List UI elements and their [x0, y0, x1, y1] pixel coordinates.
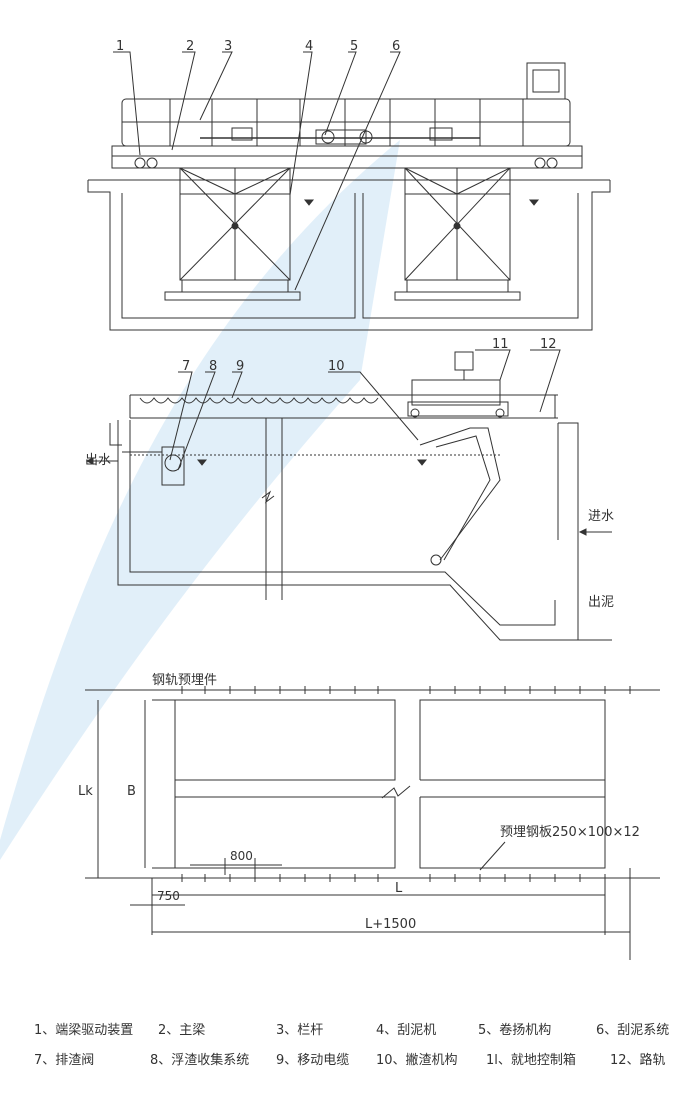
section-view — [85, 349, 612, 641]
plan-view — [85, 686, 660, 960]
legend-item-8: 8、浮渣收集系统 — [150, 1053, 250, 1068]
legend-item-4: 4、刮泥机 — [376, 1023, 437, 1038]
callout-6: 6 — [392, 39, 400, 54]
legend-item-11: 1l、就地控制箱 — [486, 1053, 576, 1068]
callout-9: 9 — [236, 359, 244, 374]
legend-item-2: 2、主梁 — [158, 1023, 206, 1038]
callout-3: 3 — [224, 39, 232, 54]
legend-item-7: 7、排渣阀 — [34, 1053, 95, 1068]
rail-embed-label: 钢轨预埋件 — [152, 673, 217, 688]
legend-item-12: 12、路轨 — [610, 1053, 666, 1068]
top-elevation-view — [87, 51, 611, 331]
watermark-swoosh — [0, 140, 400, 860]
dim-L-label: L — [395, 881, 403, 896]
legend-item-10: 10、撇渣机构 — [376, 1053, 458, 1068]
callout-8: 8 — [209, 359, 217, 374]
dim-800-label: 800 — [230, 849, 253, 863]
callout-12: 12 — [540, 337, 557, 352]
callout-1: 1 — [116, 39, 124, 54]
callout-4: 4 — [305, 39, 313, 54]
legend-item-1: 1、端梁驱动装置 — [34, 1023, 134, 1038]
callout-5: 5 — [350, 39, 358, 54]
callout-10: 10 — [328, 359, 345, 374]
dim-Lk-label: Lk — [78, 784, 93, 799]
legend-item-9: 9、移动电缆 — [276, 1053, 350, 1068]
sludge-out-label: 出泥 — [588, 595, 614, 610]
callout-2: 2 — [186, 39, 194, 54]
outlet-water-label: 出水 — [85, 453, 111, 468]
dim-750-label: 750 — [157, 889, 180, 903]
callout-11: 11 — [492, 337, 509, 352]
plate-embed-label: 预埋钢板250×100×12 — [500, 825, 640, 840]
callout-7: 7 — [182, 359, 190, 374]
legend-item-3: 3、栏杆 — [276, 1023, 324, 1038]
inlet-water-label: 进水 — [588, 509, 614, 524]
dim-B-label: B — [127, 784, 136, 799]
legend-item-6: 6、刮泥系统 — [596, 1023, 670, 1038]
legend-item-5: 5、卷扬机构 — [478, 1023, 552, 1038]
dim-L1500-label: L+1500 — [365, 917, 416, 932]
